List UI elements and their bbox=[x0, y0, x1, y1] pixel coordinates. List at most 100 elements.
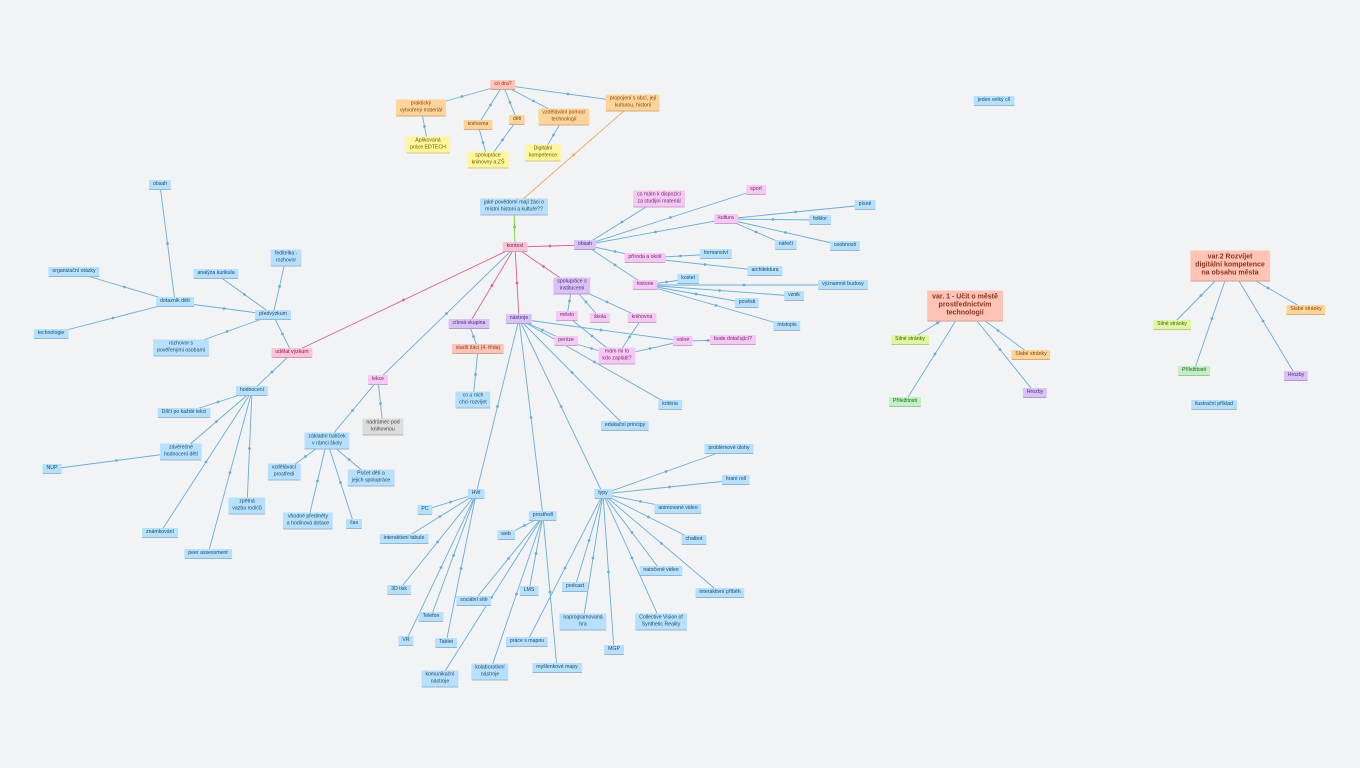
topic-node-povesti[interactable]: pověsti bbox=[734, 298, 760, 308]
topic-node-prace_mapou[interactable]: práce s mapou bbox=[505, 637, 549, 647]
topic-node-chatbot[interactable]: chatbot bbox=[681, 535, 707, 545]
topic-node-penize[interactable]: peníze bbox=[554, 336, 578, 346]
topic-node-nup[interactable]: NUP bbox=[42, 464, 62, 474]
topic-node-znamkovani[interactable]: známkování bbox=[142, 528, 178, 538]
topic-node-deti[interactable]: děti bbox=[508, 115, 526, 125]
topic-node-animovane[interactable]: animované video bbox=[654, 504, 702, 514]
topic-node-prilezitosti2[interactable]: Příležitosti bbox=[1178, 366, 1210, 376]
topic-node-myslenkove[interactable]: myšlenkové mapy bbox=[532, 663, 582, 673]
topic-node-slabe1[interactable]: Slabé stránky bbox=[1011, 350, 1051, 360]
topic-node-cas[interactable]: čas bbox=[345, 519, 363, 529]
topic-node-vr[interactable]: VR bbox=[398, 636, 414, 646]
topic-node-bude[interactable]: bude dotačující? bbox=[709, 335, 757, 345]
topic-node-pc[interactable]: PC bbox=[417, 505, 433, 515]
topic-node-dotaznik[interactable]: dotazník dětí bbox=[156, 297, 194, 307]
topic-node-hrozby1[interactable]: Hrozby bbox=[1022, 388, 1048, 398]
topic-node-hw[interactable]: HW bbox=[467, 489, 485, 499]
topic-node-slabe2[interactable]: Slabé stránky bbox=[1286, 305, 1326, 315]
topic-node-tablet[interactable]: Tablet bbox=[435, 638, 457, 648]
topic-node-cilova[interactable]: cílová skupina bbox=[448, 319, 490, 329]
topic-node-knihovna2[interactable]: knihovna bbox=[627, 313, 657, 323]
topic-node-analyza[interactable]: analýza kurikula bbox=[193, 269, 239, 279]
topic-node-nastroje[interactable]: nástroje bbox=[505, 314, 533, 324]
topic-node-interaktivni[interactable]: interaktivní tabule bbox=[379, 534, 429, 544]
topic-node-kriteria[interactable]: kritéria bbox=[658, 400, 682, 410]
topic-node-hodnoceni[interactable]: hodnocení bbox=[235, 386, 269, 396]
topic-node-folklor[interactable]: folklor bbox=[809, 215, 831, 225]
topic-node-tisk3d[interactable]: 3D tisk bbox=[387, 585, 411, 595]
topic-node-obsah[interactable]: obsah bbox=[573, 240, 597, 250]
topic-node-kontext[interactable]: kontext bbox=[502, 242, 528, 252]
topic-node-socialni[interactable]: sociální sítě bbox=[456, 596, 492, 606]
topic-node-vznik[interactable]: vznik bbox=[784, 291, 804, 301]
topic-node-organizacni[interactable]: organizační otázky bbox=[48, 267, 100, 277]
topic-node-reditelka[interactable]: ředitelka -rozhovor bbox=[270, 249, 302, 267]
topic-node-historie[interactable]: historie bbox=[632, 280, 658, 290]
topic-node-hrozby2[interactable]: Hrozby bbox=[1283, 371, 1309, 381]
topic-node-predvyzkum[interactable]: předvýzkum bbox=[255, 310, 291, 320]
topic-node-volne[interactable]: volné bbox=[672, 336, 694, 346]
topic-node-jeden[interactable]: jeden velký cíl bbox=[973, 96, 1015, 106]
topic-node-ilustracni[interactable]: ilustrační příklad bbox=[1191, 400, 1237, 410]
topic-node-prilezitosti1[interactable]: Příležitosti bbox=[889, 397, 921, 407]
topic-node-podcast[interactable]: podcast bbox=[561, 582, 589, 592]
topic-node-dilci[interactable]: Dílčí po každé lekci bbox=[157, 408, 211, 418]
topic-node-lekce[interactable]: lekce bbox=[367, 375, 389, 385]
topic-node-cosdeti[interactable]: co dra? bbox=[490, 80, 516, 90]
topic-node-kostel[interactable]: kostel bbox=[677, 274, 699, 284]
topic-node-formanstvi[interactable]: formanství bbox=[699, 249, 733, 259]
topic-node-vyznamne[interactable]: významné budovy bbox=[818, 280, 868, 290]
topic-node-lms[interactable]: LMS bbox=[519, 586, 539, 596]
topic-node-udelat[interactable]: udělat výzkum bbox=[271, 348, 313, 358]
topic-node-silne1[interactable]: Silné stránky bbox=[891, 335, 929, 345]
topic-node-knihovna_top[interactable]: knihovna bbox=[463, 120, 493, 130]
topic-node-silne2[interactable]: Silné stránky bbox=[1153, 320, 1191, 330]
topic-node-obsah2[interactable]: obsah bbox=[148, 180, 172, 190]
topic-node-problemove[interactable]: problémové úlohy bbox=[704, 444, 754, 454]
topic-node-skola[interactable]: škola bbox=[589, 313, 611, 323]
topic-node-web[interactable]: web bbox=[497, 530, 515, 540]
topic-node-mistopis[interactable]: místopis bbox=[773, 321, 801, 331]
topic-node-nareci[interactable]: nářečí bbox=[774, 240, 798, 250]
topic-node-kultura[interactable]: kultura bbox=[714, 214, 738, 224]
topic-node-hrani[interactable]: hraní rolí bbox=[721, 475, 751, 485]
topic-node-prostredi[interactable]: prostředí bbox=[528, 511, 558, 521]
topic-node-pisne[interactable]: písně bbox=[854, 200, 876, 210]
topic-node-architektura[interactable]: architektura bbox=[747, 266, 783, 276]
topic-node-osobnosti[interactable]: osobnosti bbox=[829, 241, 861, 251]
topic-node-interaktivni_pribeh[interactable]: interaktivní příběh bbox=[695, 588, 745, 598]
topic-node-priroda[interactable]: příroda a okolí bbox=[624, 253, 666, 263]
topic-node-edukacni[interactable]: edukační principy bbox=[600, 421, 650, 431]
topic-node-telefon[interactable]: Telefon bbox=[418, 612, 444, 622]
topic-node-mesto[interactable]: město bbox=[555, 311, 579, 321]
topic-node-sport[interactable]: sport bbox=[746, 185, 766, 195]
topic-node-peer[interactable]: peer assessment bbox=[184, 549, 232, 559]
topic-node-natocene[interactable]: natočené video bbox=[639, 566, 683, 576]
